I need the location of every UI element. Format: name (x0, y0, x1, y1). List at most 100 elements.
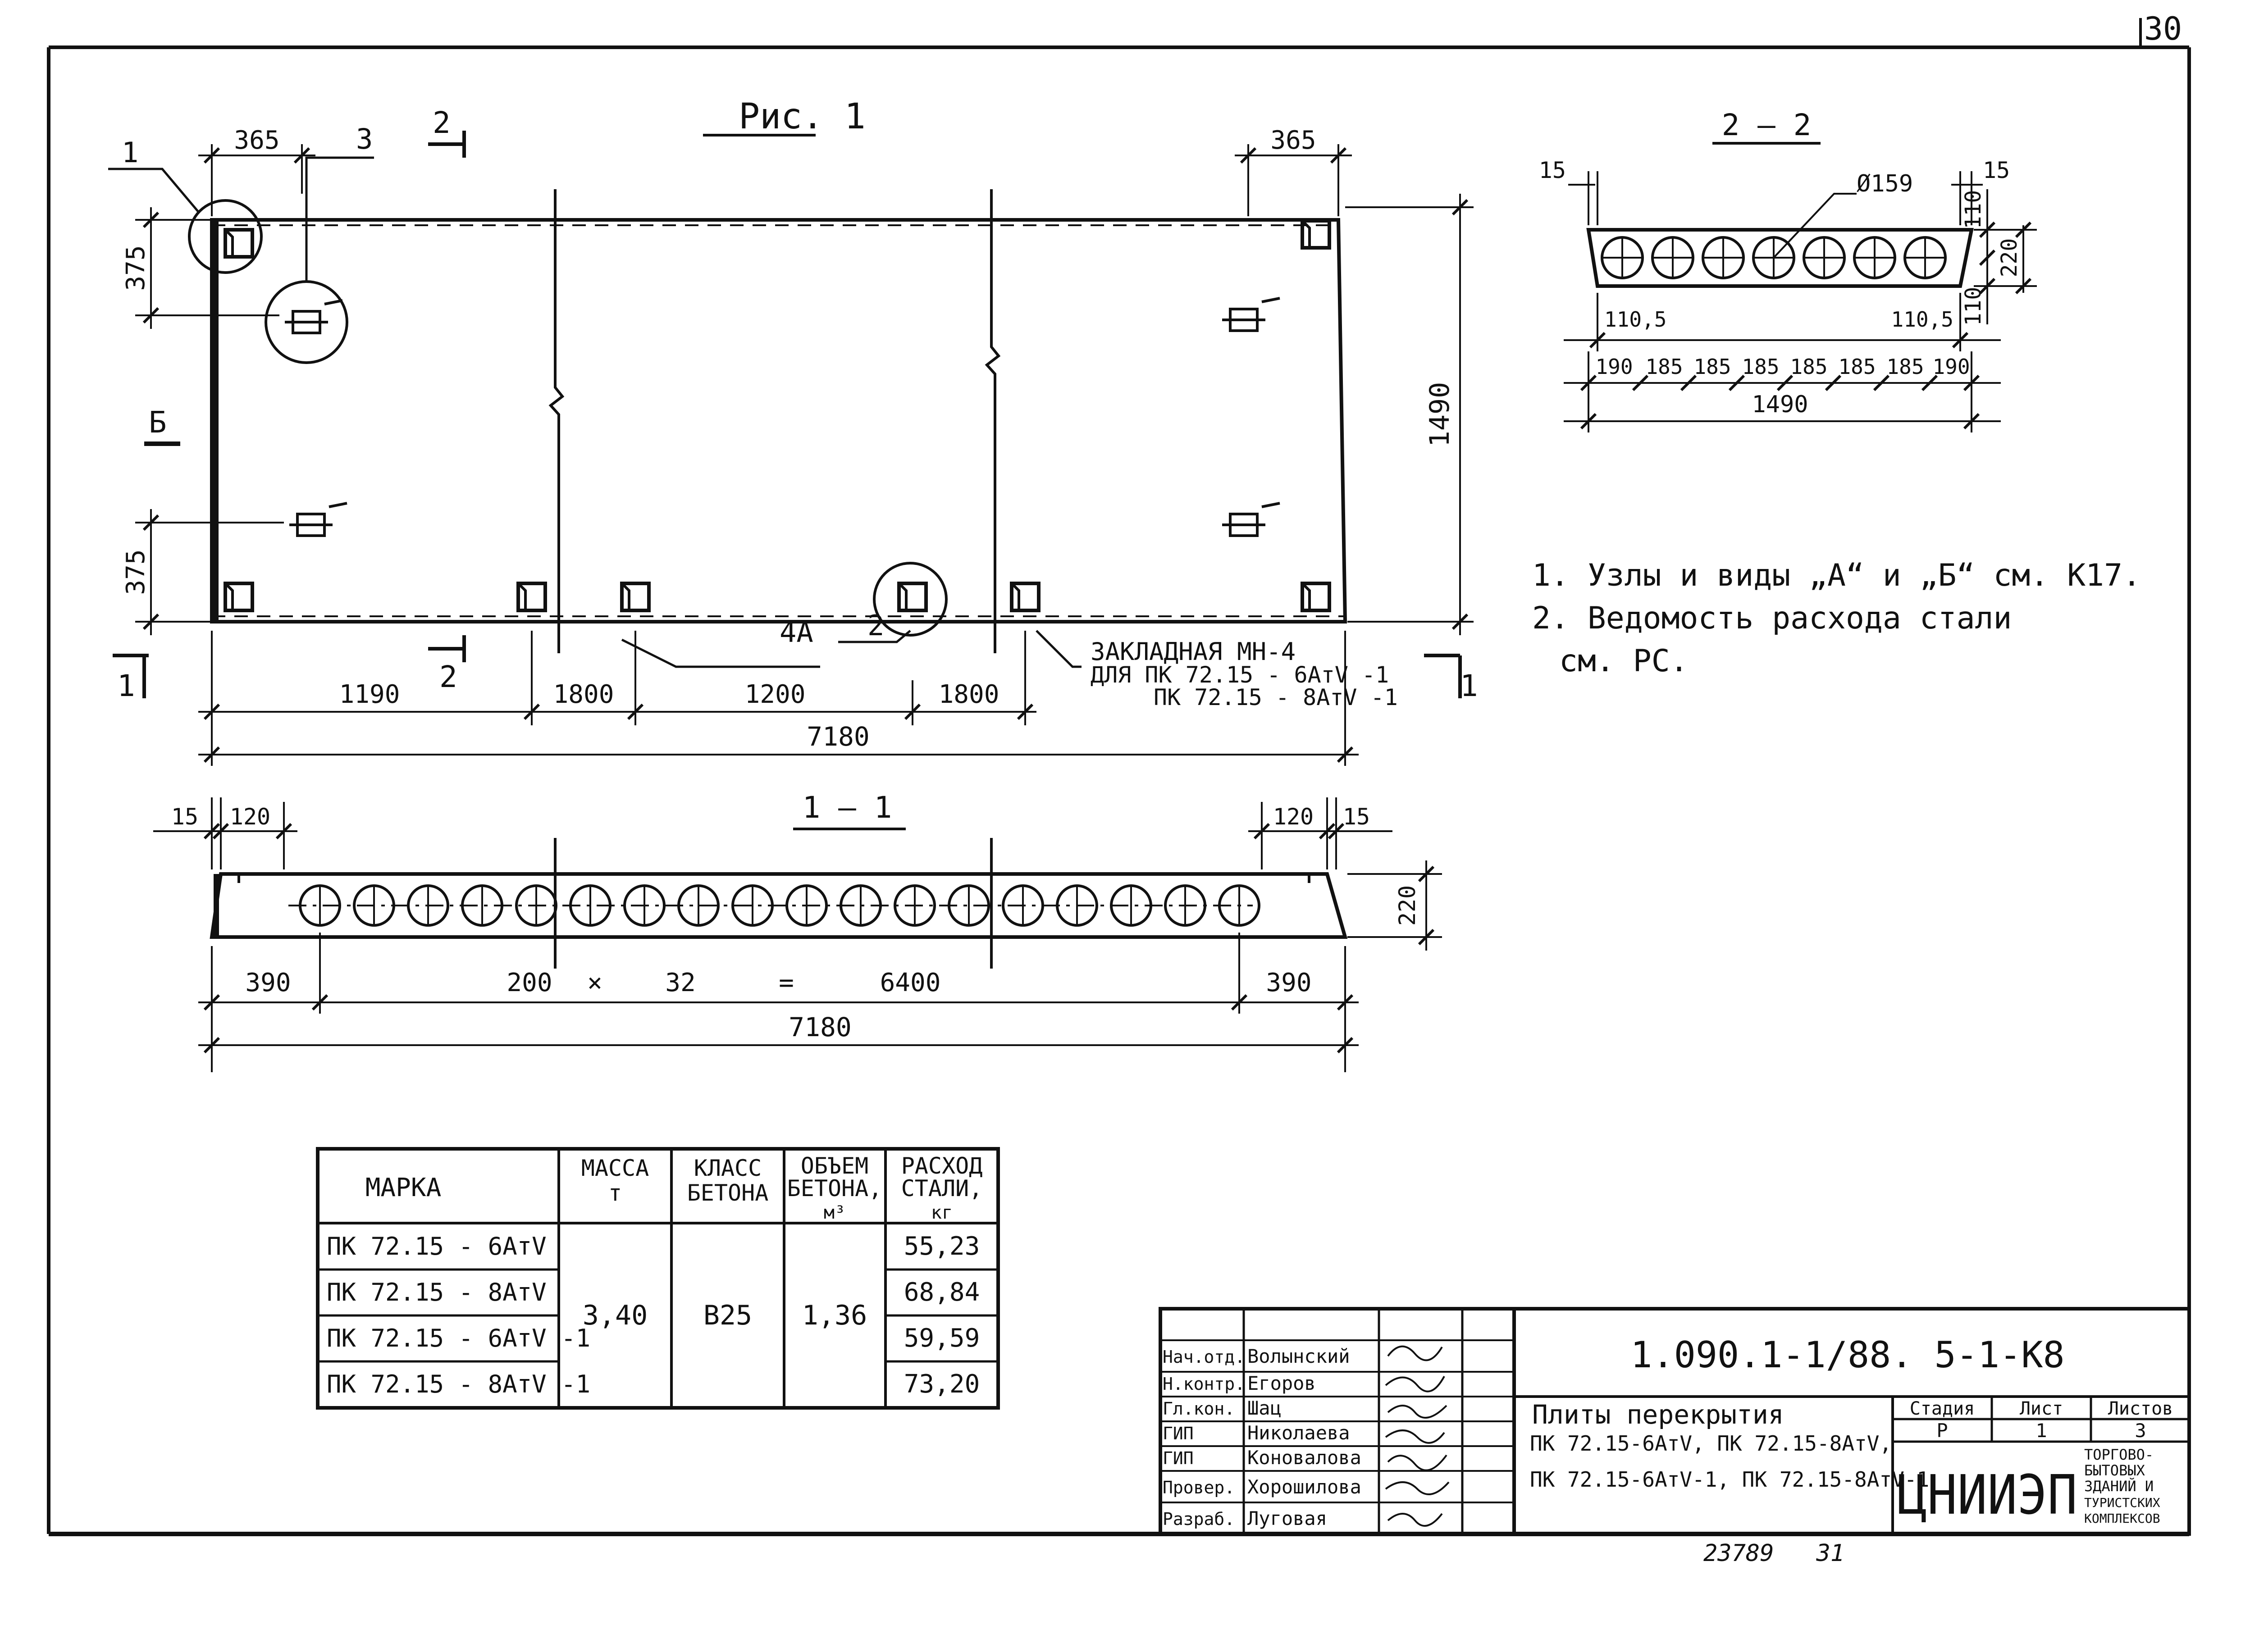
role: Гл.кон. (1163, 1399, 1235, 1419)
svg-text:15: 15 (171, 804, 198, 830)
svg-text:×: × (587, 968, 602, 997)
section-2-2-voids (1601, 236, 1947, 279)
document-code: 1.090.1-1/88. 5-1-К8 (1630, 1334, 2064, 1376)
svg-text:15: 15 (1983, 157, 2010, 183)
section-2-2-title: 2 — 2 (1722, 108, 1812, 142)
name: Николаева (1247, 1422, 1350, 1444)
section-1-1-dim-chain: 390 200 × 32 = 6400 390 7180 (198, 933, 1359, 1072)
name: Хорошилова (1247, 1476, 1361, 1498)
svg-text:32: 32 (665, 968, 695, 997)
note-2-cont: см. РС. (1559, 643, 1689, 679)
svg-text:390: 390 (245, 968, 291, 997)
svg-text:1490: 1490 (1424, 382, 1456, 447)
figure-title: Рис. 1 (739, 96, 866, 137)
sheets-value: 3 (2135, 1420, 2146, 1442)
svg-text:1800: 1800 (939, 680, 999, 709)
section-2-top-label: 2 (433, 105, 451, 140)
drawing-title-2: ПК 72.15-6АтV, ПК 72.15-8АтV, (1530, 1431, 1892, 1456)
svg-text:1190: 1190 (339, 680, 400, 709)
cell-steel: 59,59 (904, 1324, 980, 1353)
svg-text:ЗАКЛАДНАЯ МН-4: ЗАКЛАДНАЯ МН-4 (1091, 637, 1296, 666)
svg-text:200: 200 (507, 968, 552, 997)
svg-text:7180: 7180 (807, 721, 870, 752)
svg-text:ДЛЯ ПК 72.15 - 6АтV -1: ДЛЯ ПК 72.15 - 6АтV -1 (1091, 662, 1389, 688)
stage-header: Стадия (1910, 1398, 1975, 1419)
svg-text:6400: 6400 (880, 968, 941, 997)
svg-text:1800: 1800 (553, 680, 614, 709)
svg-text:375: 375 (121, 245, 151, 291)
svg-text:110: 110 (1961, 287, 1986, 326)
callout-circle-1 (188, 199, 263, 274)
section-2-2: 2 — 2 Ø159 15 15 110 220 110 (1539, 108, 2037, 432)
slab-outline (210, 218, 1347, 623)
section-1-1-title: 1 — 1 (803, 790, 892, 825)
svg-text:190: 190 (1932, 355, 1970, 379)
callout-circle-2 (873, 562, 948, 637)
section-1-1-voids (299, 884, 1260, 927)
signatures (1385, 1345, 1450, 1527)
svg-text:15: 15 (1539, 157, 1566, 183)
role: Нач.отд. (1163, 1347, 1245, 1367)
svg-text:1200: 1200 (745, 680, 806, 709)
row-mark: ПК 72.15 - 8АтV (327, 1278, 547, 1306)
svg-text:390: 390 (1266, 968, 1311, 997)
title-block: Нач.отд. Н.контр. Гл.кон. ГИП ГИП Провер… (1159, 1307, 2191, 1536)
svg-text:120: 120 (230, 804, 270, 830)
svg-text:110,5: 110,5 (1604, 307, 1666, 332)
svg-text:365: 365 (234, 126, 279, 155)
svg-text:ПК 72.15 - 8АтV -1: ПК 72.15 - 8АтV -1 (1154, 684, 1398, 710)
role: Провер. (1163, 1478, 1235, 1497)
name: Волынский (1247, 1345, 1350, 1367)
plan-dim-365-right: 365 (1235, 126, 1352, 216)
svg-text:185: 185 (1742, 355, 1779, 379)
section-2-2-outline (1586, 228, 1974, 288)
sheet-value: 1 (2035, 1420, 2047, 1442)
row-mark: ПК 72.15 - 8АтV -1 (327, 1370, 590, 1398)
callout-2: 2 (867, 609, 884, 642)
callout-4a: 4А (780, 616, 813, 649)
view-b-label: Б (149, 405, 167, 440)
header-class: КЛАСС (694, 1155, 762, 1181)
section-2-2-width: 1490 (1752, 391, 1808, 418)
role: ГИП (1163, 1448, 1194, 1468)
cell-volume: 1,36 (802, 1300, 867, 1331)
section-1-right-label: 1 (1460, 669, 1478, 703)
svg-text:190: 190 (1595, 355, 1633, 379)
note-2: 2. Ведомость расхода стали (1532, 601, 2012, 636)
plan-view: Рис. 1 (108, 96, 1478, 766)
spec-table: МАРКА МАССА т КЛАСС БЕТОНА ОБЪЕМ БЕТОНА,… (316, 1147, 1000, 1410)
svg-text:365: 365 (1270, 126, 1316, 155)
section-2-2-spacing-chain: 190 185 185 185 185 185 185 190 (1564, 351, 2001, 432)
row-mark: ПК 72.15 - 6АтV -1 (327, 1324, 590, 1352)
drawing-title-3: ПК 72.15-6АтV-1, ПК 72.15-8АтV-1 (1530, 1467, 1929, 1492)
callout-1: 1 (122, 136, 138, 169)
svg-text:БЕТОНА,: БЕТОНА, (787, 1175, 882, 1201)
plan-dim-375-bottom: 375 (121, 509, 284, 635)
note-1: 1. Узлы и виды „А“ и „Б“ см. К17. (1532, 558, 2141, 593)
embedded-plates (225, 221, 1329, 610)
svg-text:кг: кг (931, 1202, 953, 1223)
sheet-frame (47, 18, 2191, 1536)
svg-text:7180: 7180 (789, 1012, 852, 1042)
org-desc: ЗДАНИЙ И (2084, 1478, 2154, 1495)
svg-text:т: т (608, 1180, 622, 1206)
header-steel: РАСХОД (901, 1153, 983, 1179)
name: Егоров (1247, 1372, 1316, 1394)
role: ГИП (1163, 1424, 1194, 1443)
section-2-bottom-label: 2 (439, 660, 457, 694)
org-desc: ТОРГОВО- (2084, 1446, 2154, 1463)
cell-steel: 68,84 (904, 1278, 980, 1307)
sheet-header: Лист (2020, 1398, 2063, 1419)
break-line-right (985, 189, 1001, 653)
svg-text:220: 220 (1394, 885, 1420, 926)
embedded-plate-note: ЗАКЛАДНАЯ МН-4 ДЛЯ ПК 72.15 - 6АтV -1 ПК… (1091, 637, 1398, 710)
role: Разраб. (1163, 1509, 1235, 1529)
svg-text:БЕТОНА: БЕТОНА (687, 1180, 769, 1206)
stage-value: Р (1936, 1420, 1948, 1442)
notes: 1. Узлы и виды „А“ и „Б“ см. К17. 2. Вед… (1532, 558, 2141, 679)
svg-text:185: 185 (1645, 355, 1683, 379)
callout-3: 3 (356, 123, 373, 155)
org-desc: КОМПЛЕКСОВ (2084, 1511, 2160, 1526)
plan-dim-1490: 1490 (1345, 194, 1474, 635)
